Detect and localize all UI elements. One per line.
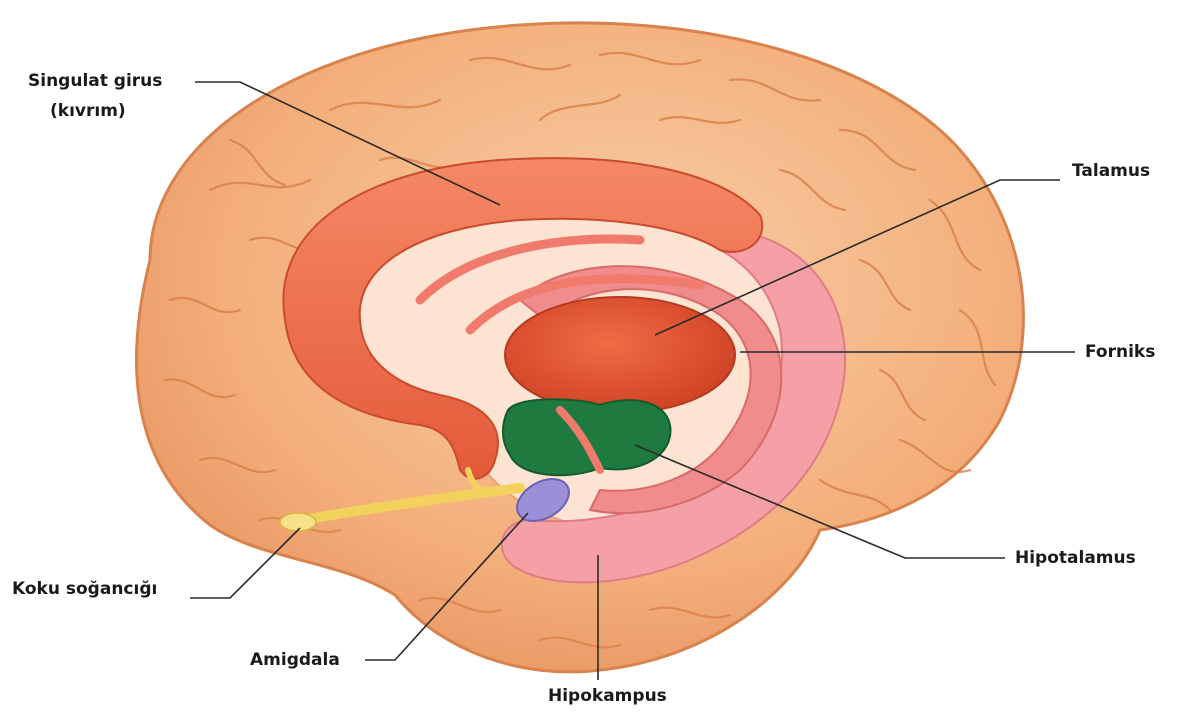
label-thalamus: Talamus	[1072, 160, 1150, 182]
label-hippocampus: Hipokampus	[548, 685, 667, 707]
olfactory-bulb	[280, 513, 316, 531]
label-cingulate-gyrus: Singulat girus	[28, 70, 162, 92]
label-cingulate-gyrus-note: (kıvrım)	[50, 100, 126, 122]
label-olfactory-bulb: Koku soğancığı	[12, 578, 157, 600]
label-fornix: Forniks	[1085, 341, 1155, 363]
hypothalamus-shape	[503, 399, 670, 475]
label-hypothalamus: Hipotalamus	[1015, 547, 1136, 569]
label-amygdala: Amigdala	[250, 649, 340, 671]
